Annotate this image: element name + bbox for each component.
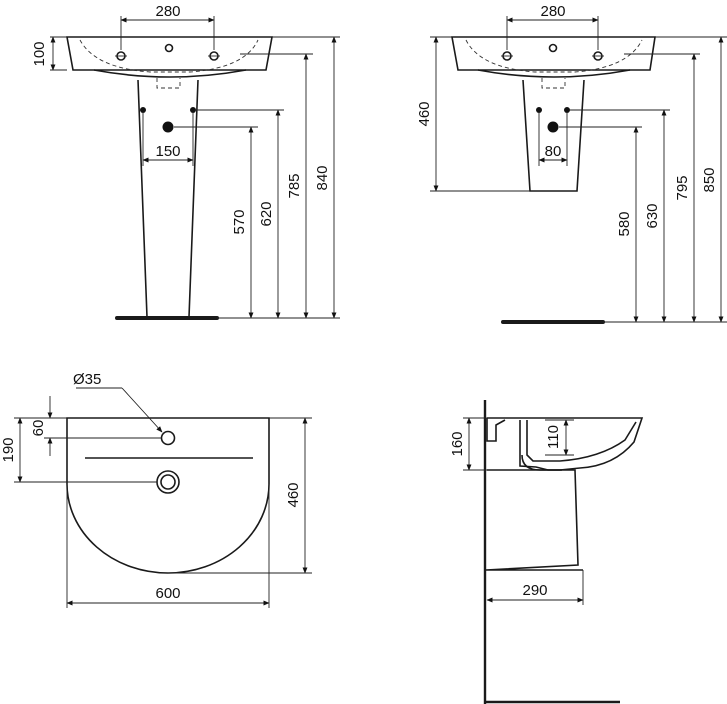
dim-waste-height: 570: [231, 209, 248, 234]
supply-point-right: [190, 107, 196, 113]
basin-bottom-curve-2: [477, 69, 631, 78]
dim-rim-height: 160: [449, 431, 466, 456]
dim-supply-height-2: 630: [644, 203, 661, 228]
pedestal-outline: [137, 79, 199, 318]
supply-point-left: [140, 107, 146, 113]
plan-view: Ø35 60 190 460 600: [0, 371, 312, 608]
side-view: 160 110 290: [449, 400, 644, 704]
supply-point-left-2: [536, 107, 542, 113]
dim-waste-spacing-2: 80: [545, 143, 562, 160]
wall-bracket: [486, 418, 506, 442]
supply-point-right-2: [564, 107, 570, 113]
dim-bowl-depth: 110: [545, 425, 562, 449]
dim-basin-height: 100: [31, 41, 48, 66]
overflow-hole: [164, 43, 174, 53]
waste-inner-ring: [160, 474, 176, 490]
waste-point-2: [547, 121, 559, 133]
pedestal-side-outline: [485, 469, 583, 571]
basin-bowl-hidden: [79, 39, 259, 73]
tap-hole-plan: [160, 430, 176, 446]
basin-outline: [66, 36, 273, 71]
dim-underside-height: 785: [286, 173, 303, 198]
tap-hole-left-2: [501, 51, 513, 61]
dim-waste-spacing: 150: [155, 143, 180, 160]
dim-semi-pedestal-height: 460: [416, 101, 433, 126]
waste-point: [162, 121, 174, 133]
basin-bowl-hidden-2: [465, 39, 643, 73]
dim-underside-height-2: 795: [674, 175, 691, 200]
front-view-semi-pedestal: 280 460 80 580 630 795 850: [416, 3, 727, 324]
tap-hole-right: [208, 51, 220, 61]
dim-supply-height: 620: [258, 201, 275, 226]
dim-overflow-offset: 190: [0, 437, 17, 462]
overflow-hole-2: [548, 43, 558, 53]
dim-pedestal-projection: 290: [522, 582, 547, 599]
dim-tap-hole-offset: 60: [30, 420, 47, 437]
front-view-pedestal: 280 100 150 570 620 785 840: [31, 3, 340, 320]
basin-inner-bowl: [526, 420, 637, 462]
waste-trap: [521, 454, 562, 471]
basin-plan-outline: [66, 417, 270, 574]
semi-pedestal-outline: [522, 79, 585, 192]
dim-total-height: 840: [314, 165, 331, 190]
basin-bottom-curve: [93, 69, 247, 78]
dim-waste-height-2: 580: [616, 211, 633, 236]
tap-hole-right-2: [592, 51, 604, 61]
wall-and-floor: [483, 400, 620, 704]
dim-depth: 460: [285, 482, 302, 507]
tap-hole-left: [115, 51, 127, 61]
dim-tap-hole-diameter: Ø35: [73, 371, 101, 388]
basin-outline-2: [451, 36, 656, 71]
dim-width: 600: [155, 585, 180, 602]
dim-tap-spacing-2: 280: [540, 3, 565, 20]
waste-outlet-hidden: [156, 78, 181, 89]
dim-total-height-2: 850: [701, 167, 718, 192]
waste-outlet-hidden-2: [541, 78, 566, 89]
dim-tap-spacing: 280: [155, 3, 180, 20]
